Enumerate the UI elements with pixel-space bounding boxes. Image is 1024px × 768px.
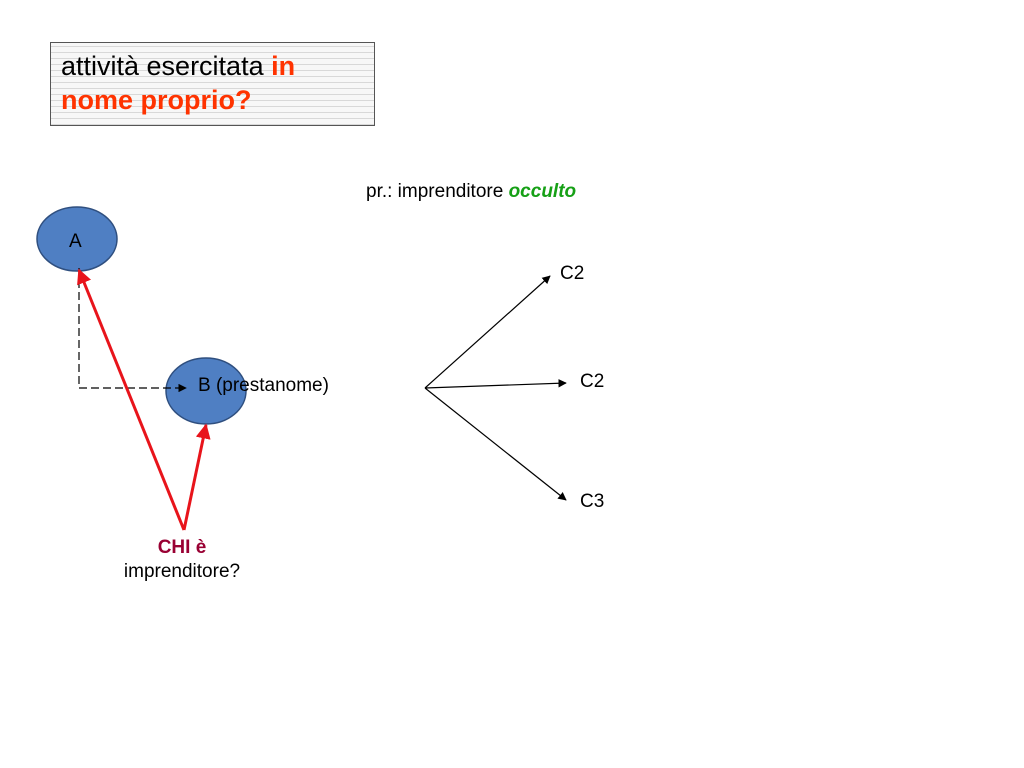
- dashed-control-arrow: [78, 268, 187, 393]
- title-plain: attività esercitata: [61, 51, 272, 81]
- red-arrow-to-b: [182, 423, 211, 531]
- question-text: CHI è imprenditore?: [82, 536, 282, 584]
- title-box: attività esercitata in nome proprio?: [50, 42, 375, 126]
- subtitle: pr.: imprenditore occulto: [366, 180, 576, 204]
- node-c-mid-label: C2: [580, 371, 605, 392]
- subtitle-plain: pr.: imprenditore: [366, 181, 509, 202]
- question-highlight: CHI è: [157, 537, 207, 558]
- arrow-to-c-top: [424, 275, 551, 389]
- node-c-top-label: C2: [560, 263, 585, 284]
- node-a-label: A: [69, 231, 82, 252]
- question-plain: imprenditore?: [123, 561, 241, 582]
- subtitle-highlight: occulto: [508, 181, 577, 202]
- arrow-to-c-mid: [424, 379, 567, 389]
- node-a-circle: [36, 206, 118, 272]
- title-highlight: in nome proprio?: [61, 51, 296, 115]
- arrow-to-c-bottom: [424, 387, 567, 501]
- red-arrow-to-a: [77, 268, 186, 531]
- node-c-bottom-label: C3: [580, 491, 605, 512]
- node-b-label: B (prestanome): [198, 375, 329, 396]
